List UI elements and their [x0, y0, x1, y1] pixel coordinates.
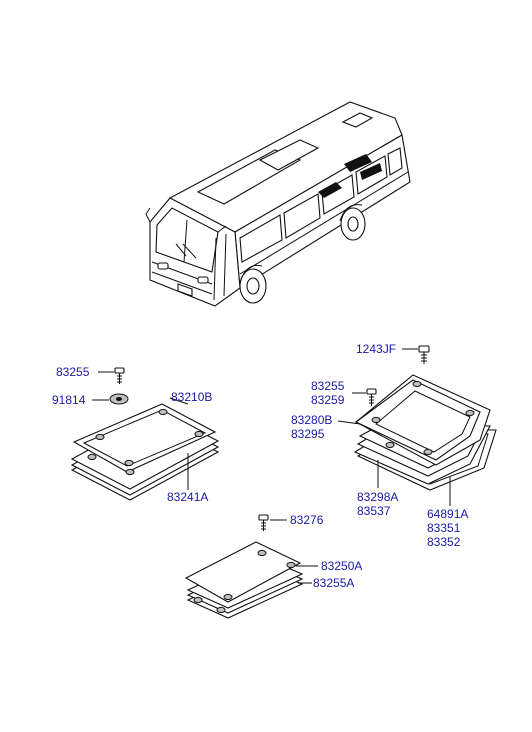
label-83255a[interactable]: 83255A	[313, 576, 355, 590]
label-1243jf[interactable]: 1243JF	[356, 342, 397, 356]
screw-83255-left	[114, 367, 125, 384]
label-83259[interactable]: 83259	[311, 393, 345, 407]
bolt-1243jf	[418, 345, 430, 364]
label-83255-right[interactable]: 83255	[311, 379, 345, 393]
bottom-gasket-group	[184, 514, 318, 619]
left-gasket-group	[70, 367, 220, 501]
label-64891a[interactable]: 64891A	[427, 507, 469, 521]
label-83276[interactable]: 83276	[290, 513, 324, 527]
label-83250a[interactable]: 83250A	[321, 559, 363, 573]
screw-83276	[258, 514, 269, 531]
label-83537[interactable]: 83537	[357, 504, 391, 518]
label-83351[interactable]: 83351	[427, 521, 461, 535]
label-83280b[interactable]: 83280B	[291, 413, 333, 427]
label-91814[interactable]: 91814	[52, 393, 86, 407]
label-83255-left[interactable]: 83255	[56, 365, 90, 379]
bus-illustration	[145, 101, 411, 307]
screw-83255-right	[366, 388, 377, 406]
label-83241a[interactable]: 83241A	[167, 490, 209, 504]
label-83210b[interactable]: 83210B	[171, 390, 213, 404]
label-83295[interactable]: 83295	[291, 427, 325, 441]
label-83298a[interactable]: 83298A	[357, 490, 399, 504]
right-hatch-group	[337, 345, 497, 506]
label-83352[interactable]: 83352	[427, 535, 461, 549]
